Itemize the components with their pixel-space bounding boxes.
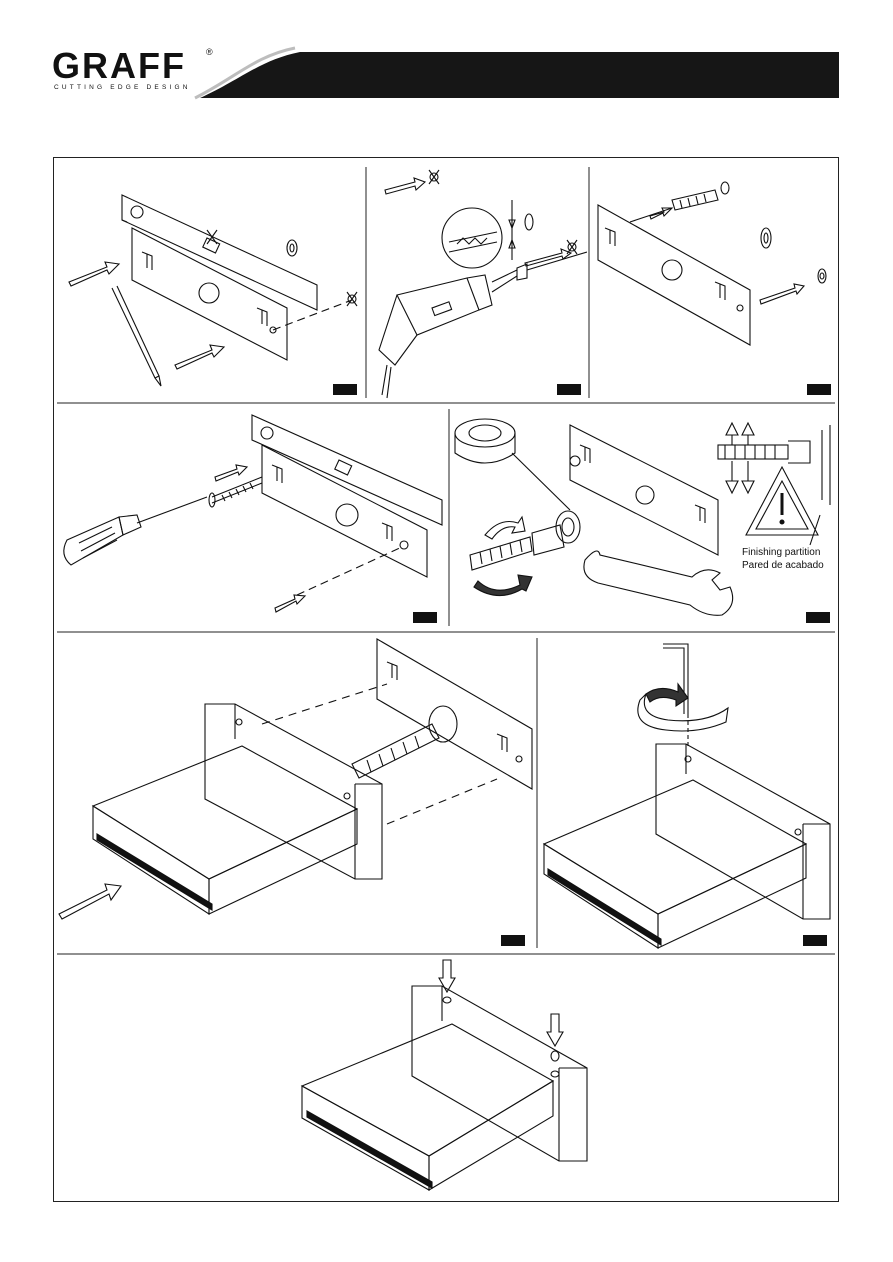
step-4-number-badge (413, 612, 437, 623)
step-2-drilling-illustration (378, 169, 587, 399)
step-4-screwing-illustration (63, 414, 443, 613)
finishing-partition-text: Finishing partition (742, 547, 821, 558)
step-8-final-assembly-illustration (300, 959, 588, 1191)
finishing-partition-label: Finishing partition Pared de acabado (742, 546, 824, 572)
step-6-number-badge (501, 935, 525, 946)
pared-de-acabado-text: Pared de acabado (742, 560, 824, 571)
step-7-number-badge (803, 935, 827, 946)
step-1-marking-illustration (68, 194, 358, 387)
step-3-number-badge (807, 384, 831, 395)
instruction-frame (53, 157, 839, 1202)
step-5-number-badge (806, 612, 830, 623)
step-5-sealing-illustration (454, 418, 831, 616)
brand-tagline: CUTTING EDGE DESIGN (54, 84, 191, 91)
step-7-hex-key-illustration (542, 643, 831, 950)
step-6-spout-mounting-illustration (58, 638, 533, 920)
step-3-anchor-illustration (597, 181, 827, 346)
step-1-number-badge (333, 384, 357, 395)
registered-mark: ® (206, 47, 213, 57)
brand-logo: GRAFF (52, 45, 186, 86)
step-2-number-badge (557, 384, 581, 395)
header-banner (194, 46, 839, 100)
